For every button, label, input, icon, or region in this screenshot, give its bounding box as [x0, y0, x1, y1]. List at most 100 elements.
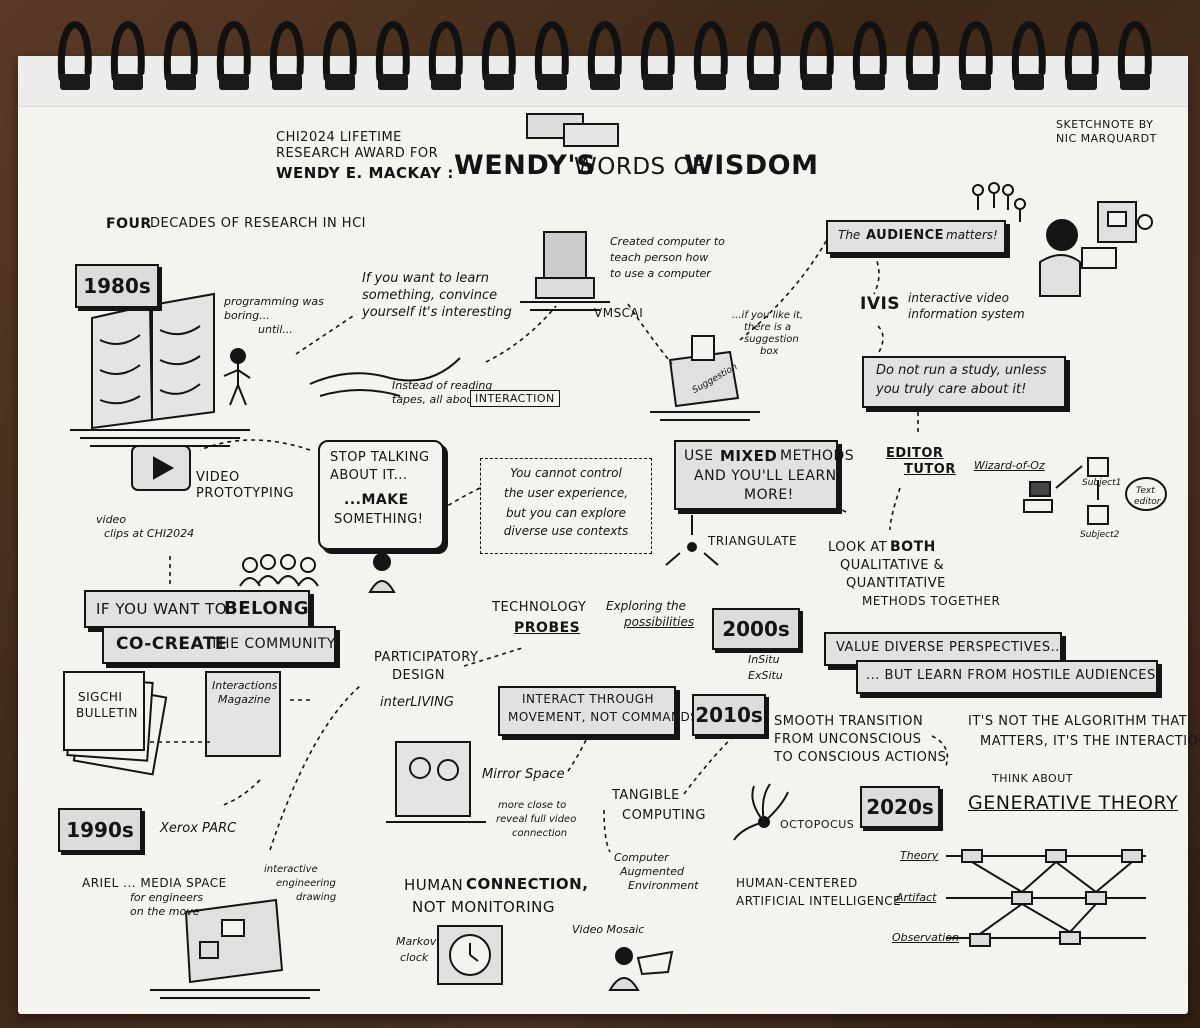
- study-1: Do not run a study, unless: [876, 363, 1047, 378]
- theory-row-label: Theory: [900, 849, 939, 862]
- mirror-space-label: Mirror Space: [482, 767, 565, 782]
- sigchi-1: SIGCHI: [78, 690, 123, 704]
- spiral-ring: [1117, 21, 1152, 82]
- binding-hole: [802, 74, 832, 90]
- think-about-label: THINK ABOUT: [992, 772, 1073, 785]
- spiral-binding: [57, 21, 1152, 90]
- spiral-ring: [163, 21, 198, 82]
- note-suggestion-1: ...if you like it,: [732, 310, 804, 321]
- mixed-line3: MORE!: [744, 487, 794, 503]
- algorithm-1: IT'S NOT THE ALGORITHM THAT: [968, 714, 1188, 729]
- study-2: you truly care about it!: [876, 382, 1027, 397]
- audience-pre: The: [838, 228, 861, 242]
- spiral-ring: [375, 21, 410, 82]
- subject1-label: Subject1: [1082, 478, 1122, 488]
- open-book-drawing: [70, 292, 250, 447]
- wizard-of-oz-label: Wizard-of-Oz: [974, 459, 1045, 472]
- tape-drawing: [309, 357, 461, 397]
- decade-1990s-tag: 1990s: [58, 808, 142, 852]
- spiral-ring: [1011, 21, 1046, 82]
- interactive-drawing-1: interactive: [264, 864, 318, 875]
- note-suggestion-4: box: [760, 346, 779, 357]
- subject2-label: Subject2: [1080, 530, 1120, 540]
- video-prototyping-2: PROTOTYPING: [196, 486, 295, 501]
- binding-hole: [484, 74, 514, 90]
- note-programming-2: boring...: [224, 309, 270, 322]
- decade-label: 2010s: [695, 703, 763, 727]
- binding-hole: [113, 74, 143, 90]
- spiral-ring: [587, 21, 622, 82]
- ivis-desc-2: information system: [908, 307, 1025, 321]
- tech-probes-2: PROBES: [514, 620, 581, 636]
- interact-movement-box: INTERACT THROUGH MOVEMENT, NOT COMMANDS: [498, 686, 698, 736]
- crowd-drawing: [239, 554, 319, 587]
- binding-hole: [166, 74, 196, 90]
- video-clips-2: clips at CHI2024: [104, 527, 195, 540]
- ariel-1: ARIEL ... media space: [82, 876, 227, 890]
- both-pre: LOOK AT: [828, 540, 888, 555]
- more-close-1: more close to: [498, 800, 567, 811]
- markov-clock-drawing: [437, 925, 503, 985]
- binding-hole: [272, 74, 302, 90]
- binding-hole: [908, 74, 938, 90]
- note-tapes-2: tapes, all about: [392, 393, 478, 406]
- spiral-ring: [1064, 21, 1099, 82]
- mirror-space-drawing: [386, 741, 486, 823]
- video-mosaic-drawing: [608, 947, 674, 991]
- stop-talking-2: ABOUT IT...: [330, 468, 408, 483]
- interactive-drawing-3: drawing: [296, 892, 337, 903]
- cannot-control-4: diverse use contexts: [503, 524, 629, 538]
- mixed-methods-box: USE MIXED METHODS AND YOU'LL LEARN MORE!: [674, 440, 854, 510]
- tech-probes-1: TECHNOLOGY: [492, 600, 587, 615]
- binding-hole: [60, 74, 90, 90]
- ivis-label: IVIS: [860, 294, 901, 314]
- interaction-label: INTERACTION: [470, 390, 560, 408]
- spiral-ring: [57, 21, 92, 82]
- wizard-of-oz-diagram: [1023, 457, 1167, 525]
- spiral-ring: [481, 21, 516, 82]
- presenter-drawing: [1039, 219, 1117, 297]
- binding-hole: [643, 74, 673, 90]
- binding-hole: [378, 74, 408, 90]
- cannot-control-2: the user experience,: [503, 486, 629, 500]
- note-computer-3: to use a computer: [610, 267, 711, 280]
- award-line-2: RESEARCH AWARD FOR: [276, 146, 439, 161]
- spiral-ring: [322, 21, 357, 82]
- note-computer-1: Created computer to: [610, 235, 725, 248]
- both-bold: BOTH: [890, 539, 936, 555]
- belong-pre: IF YOU WANT TO: [96, 600, 228, 618]
- ariel-media-space-drawing: [150, 898, 320, 999]
- interactive-drawing-2: engineering: [276, 878, 336, 889]
- binding-hole: [1067, 74, 1097, 90]
- algorithm-2: MATTERS, IT'S THE INTERACTION: [980, 734, 1200, 749]
- subtitle-decades: DECADES OF RESEARCH IN HCI: [150, 216, 366, 231]
- sigchi-bulletin-drawing: [63, 671, 168, 776]
- value-diverse-1: VALUE DIVERSE PERSPECTIVES...: [836, 640, 1065, 655]
- audience-people-drawing: [972, 182, 1026, 222]
- artifact-row-label: Artifact: [896, 891, 937, 904]
- decade-label: 1980s: [83, 274, 151, 298]
- credit-line-2: NIC MARQUARDT: [1056, 132, 1157, 145]
- spiral-ring: [958, 21, 993, 82]
- octopocus-drawing: [733, 783, 789, 841]
- decade-label: 2020s: [866, 795, 934, 819]
- interactions-mag-2: Magazine: [218, 693, 271, 706]
- xerox-parc-label: Xerox PARC: [160, 821, 237, 836]
- cannot-control-3: but you can explore: [505, 506, 627, 520]
- triangulate-label: TRIANGULATE: [708, 534, 798, 548]
- editor-label: EDITOR: [886, 446, 944, 461]
- spiral-ring: [693, 21, 728, 82]
- both-line2: QUALITATIVE &: [840, 558, 945, 573]
- vintage-computer-drawing: [520, 231, 610, 311]
- interact-2: MOVEMENT, NOT COMMANDS: [508, 710, 699, 724]
- binding-hole: [431, 74, 461, 90]
- ivis-desc-1: interactive video: [908, 291, 1010, 305]
- video-clips-1: video: [96, 513, 127, 526]
- note-learn-2: something, convince: [362, 288, 498, 303]
- markov-clock-2: clock: [400, 951, 429, 964]
- title-words-of: WORDS OF: [574, 154, 706, 180]
- binding-hole: [1120, 74, 1150, 90]
- audience-bold: AUDIENCE: [866, 228, 945, 243]
- decade-label: 2000s: [722, 617, 790, 641]
